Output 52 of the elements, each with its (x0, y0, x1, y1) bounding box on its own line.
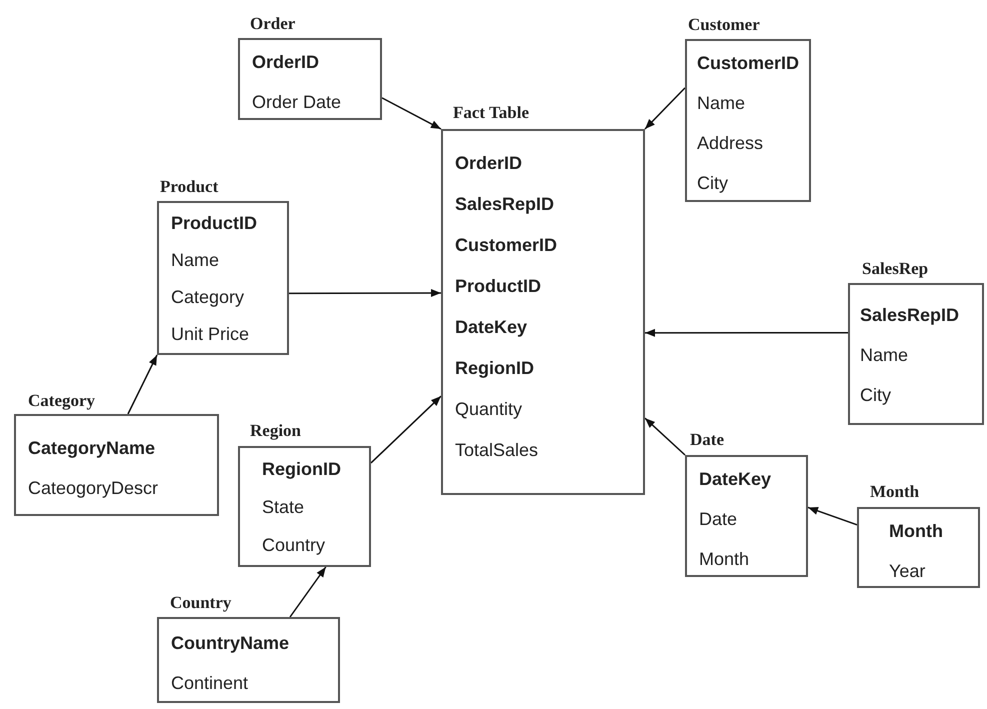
field: State (262, 488, 304, 526)
arrow (644, 87, 686, 130)
arrow (382, 97, 442, 130)
table-name: SalesRep (862, 259, 928, 279)
arrow (370, 396, 442, 464)
arrow (289, 289, 441, 297)
table-name: Category (28, 391, 96, 411)
key-field: RegionID (455, 348, 534, 389)
key-field: RegionID (262, 450, 341, 488)
field: Continent (171, 663, 248, 703)
arrow (808, 506, 858, 526)
key-field: ProductID (455, 266, 542, 307)
key-field: DateKey (455, 307, 528, 348)
field: Date (699, 499, 738, 539)
field: CateogoryDescr (28, 468, 158, 508)
field: Name (860, 335, 908, 375)
arrow (127, 354, 158, 414)
field: Unit Price (171, 316, 250, 353)
key-field: CategoryName (28, 428, 156, 468)
table-name: Fact Table (453, 103, 530, 123)
field: TotalSales (455, 430, 538, 471)
table-name: Date (690, 430, 724, 450)
field: Name (697, 83, 746, 123)
table-name: Month (870, 482, 920, 502)
field: Address (697, 123, 764, 163)
table-name: Order (250, 14, 296, 34)
table-name: Country (170, 593, 232, 613)
table-name: Customer (688, 15, 760, 35)
key-field: Month (889, 511, 943, 551)
key-field: DateKey (699, 459, 772, 499)
field: Order Date (252, 82, 342, 122)
field: Name (171, 242, 220, 279)
key-field: SalesRepID (455, 184, 554, 225)
arrow (644, 418, 686, 456)
field: Category (171, 279, 244, 316)
field: Country (262, 526, 326, 564)
table-name: Product (160, 177, 218, 197)
arrow (645, 328, 848, 337)
table-name: Region (250, 421, 301, 441)
key-field: OrderID (252, 42, 320, 82)
field: Year (889, 551, 926, 591)
key-field: CustomerID (697, 43, 800, 83)
key-field: OrderID (455, 143, 522, 184)
key-field: CustomerID (455, 225, 558, 266)
field: City (697, 163, 728, 203)
field: Month (699, 539, 750, 579)
arrow (289, 566, 326, 618)
key-field: ProductID (171, 205, 258, 242)
key-field: SalesRepID (860, 295, 960, 335)
field: City (860, 375, 891, 415)
key-field: CountryName (171, 623, 290, 663)
field: Quantity (455, 389, 522, 430)
